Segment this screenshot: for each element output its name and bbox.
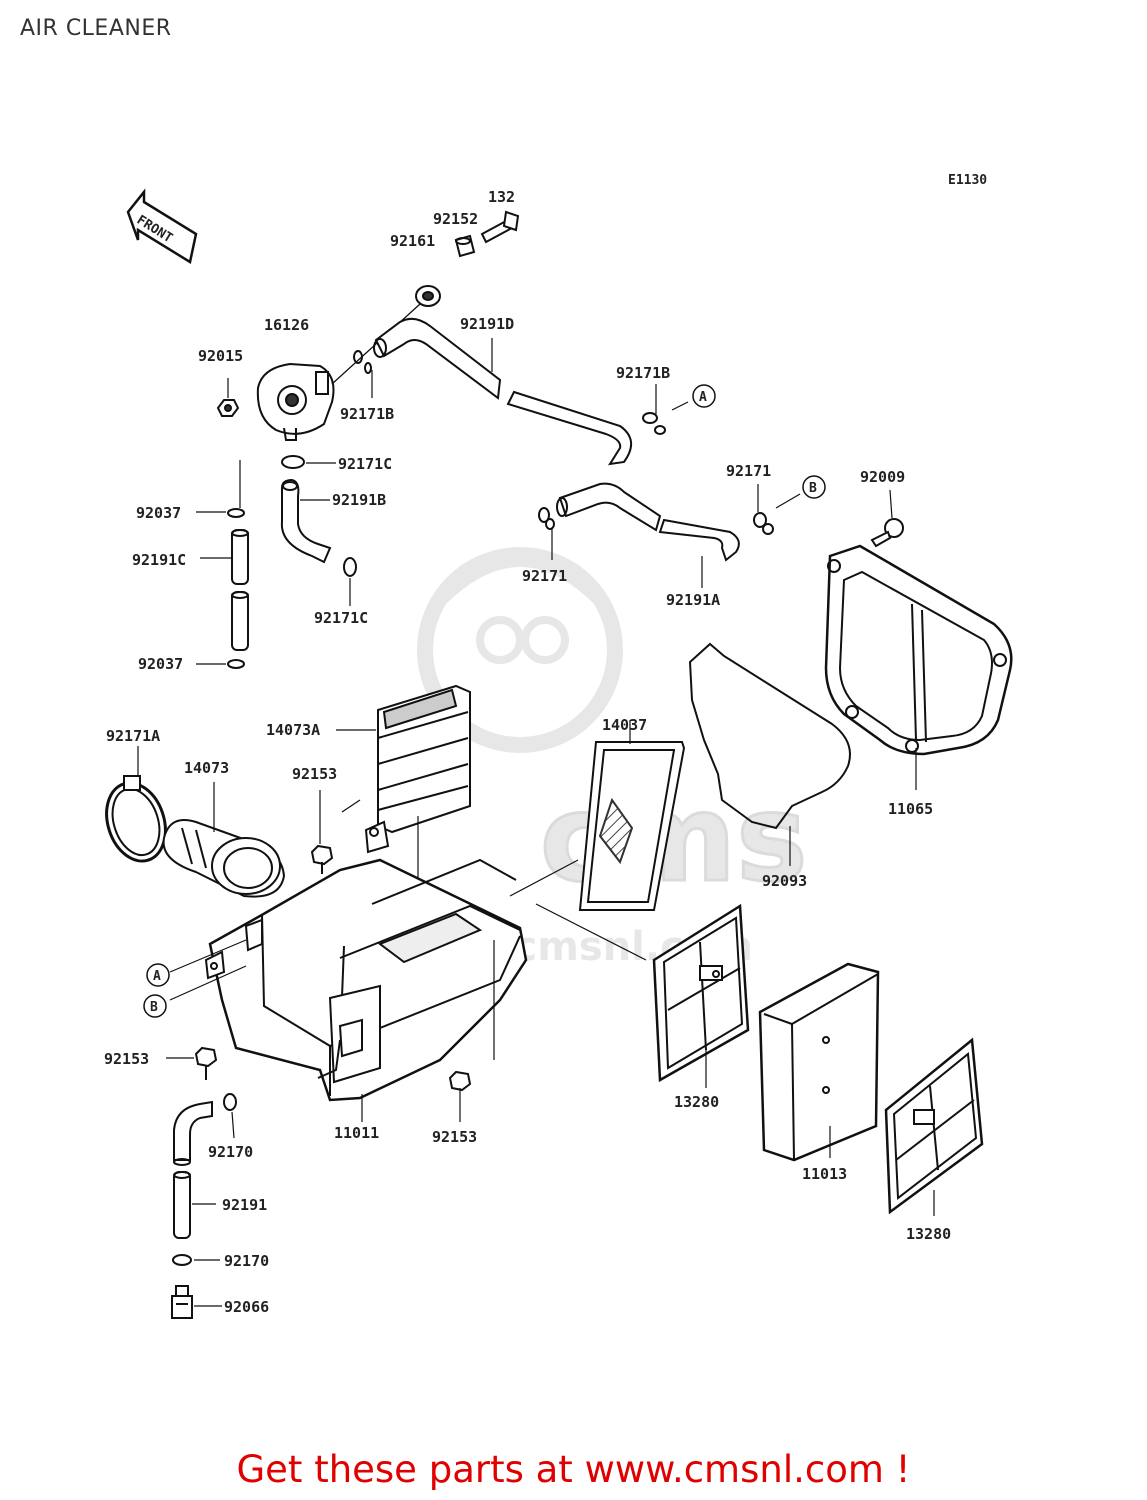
part-label: 92170 — [208, 1143, 253, 1161]
part-label: 11011 — [334, 1124, 379, 1142]
grommet-92161 — [415, 285, 441, 307]
clamp-92037 — [196, 508, 245, 669]
page-title: AIR CLEANER — [20, 16, 172, 41]
bolt-92153 — [166, 790, 472, 1122]
part-label: 92171B — [616, 364, 670, 382]
part-label: 92066 — [224, 1298, 269, 1316]
clamp-92171C — [281, 455, 336, 469]
callout-b-label: B — [809, 481, 817, 496]
part-label: 92191B — [332, 491, 386, 509]
holder-13280-right — [884, 1037, 984, 1216]
part-label: 92191 — [222, 1196, 267, 1214]
front-arrow-shape — [126, 188, 198, 264]
part-label: 92009 — [860, 468, 905, 486]
watermark-mascot-helmet — [435, 553, 605, 605]
part-label: 92171B — [340, 405, 394, 423]
collar-92152 — [454, 234, 476, 258]
callout-leaders — [169, 939, 247, 1001]
gasket-92093 — [688, 642, 851, 866]
part-label: 92171A — [106, 727, 160, 745]
watermark-mascot-head — [417, 547, 623, 753]
part-label: 14073 — [184, 759, 229, 777]
hose-92191B — [280, 478, 332, 564]
watermark-mascot-eye — [476, 616, 524, 664]
part-label: 92153 — [292, 765, 337, 783]
part-label: 92093 — [762, 872, 807, 890]
hose-92191C — [200, 460, 249, 651]
callout-a-top: A — [692, 384, 716, 408]
diagram-code: E1130 — [948, 173, 987, 188]
part-labels: 132 92152 92161 16126 92191D 92015 92171… — [104, 188, 951, 1316]
callout-a-bottom: A — [146, 963, 170, 987]
hose-92191D — [373, 317, 632, 466]
part-label: 132 — [488, 188, 515, 206]
holder-13280 — [652, 903, 750, 1088]
callout-b-top: B — [802, 475, 826, 499]
part-label: 11065 — [888, 800, 933, 818]
plug-92066 — [171, 1285, 222, 1319]
clamp-92171 — [538, 484, 801, 560]
part-label: 11013 — [802, 1165, 847, 1183]
housing-11011 — [204, 799, 647, 1122]
element-14073A — [336, 684, 471, 960]
clamp-92171B — [353, 350, 689, 435]
part-label: 92171C — [338, 455, 392, 473]
part-label: 92171 — [522, 567, 567, 585]
part-label: 92161 — [390, 232, 435, 250]
cta-link[interactable]: Get these parts at www.cmsnl.com ! — [236, 1448, 911, 1491]
part-label: 92170 — [224, 1252, 269, 1270]
part-label: 16126 — [264, 316, 309, 334]
front-arrow: FRONT — [126, 188, 198, 264]
part-label: 92037 — [136, 504, 181, 522]
valve-16126 — [256, 303, 421, 441]
cover-11065 — [824, 544, 1013, 790]
bolt-92009 — [870, 489, 904, 548]
part-label: 92171C — [314, 609, 368, 627]
callout-b-bottom: B — [143, 994, 167, 1018]
part-label: 92153 — [432, 1128, 477, 1146]
clamp-92171C-lower — [343, 557, 357, 606]
clamp-92170 — [172, 1093, 237, 1266]
part-label: 92191C — [132, 551, 186, 569]
nut-92015 — [216, 378, 240, 417]
part-label: 92171 — [726, 462, 771, 480]
callout-a-label: A — [699, 390, 707, 405]
callout-b-label: B — [150, 1000, 158, 1015]
watermark-logo: cms — [540, 770, 808, 909]
part-label: 92191A — [666, 591, 720, 609]
part-label: 92152 — [433, 210, 478, 228]
part-label: 92191D — [460, 315, 514, 333]
part-label: 92037 — [138, 655, 183, 673]
part-label: 13280 — [674, 1093, 719, 1111]
part-label: 92153 — [104, 1050, 149, 1068]
parts-drawing — [105, 210, 1013, 1319]
bolt-132 — [480, 210, 520, 244]
callout-a-label: A — [153, 969, 161, 984]
screen-14037 — [509, 720, 686, 911]
part-label: 92015 — [198, 347, 243, 365]
part-label: 14073A — [266, 721, 320, 739]
watermark-mascot-eye — [521, 616, 569, 664]
duct-14073 — [162, 782, 286, 898]
hose-92191 — [173, 1100, 216, 1239]
filter-11013 — [758, 962, 880, 1162]
part-label: 14037 — [602, 716, 647, 734]
part-label: 13280 — [906, 1225, 951, 1243]
hose-92191A — [556, 482, 740, 588]
clamp-92171A — [105, 746, 167, 863]
